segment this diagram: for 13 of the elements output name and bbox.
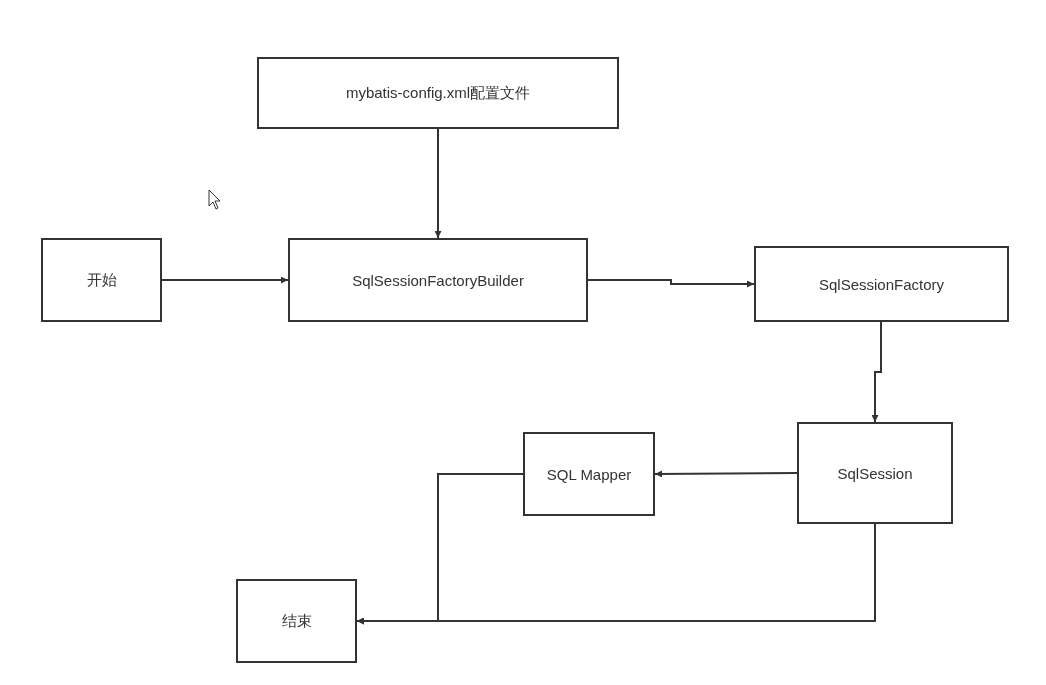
arrow bbox=[654, 470, 798, 478]
arrow bbox=[871, 321, 882, 423]
arrow bbox=[356, 523, 876, 625]
process-box: 开始 bbox=[41, 238, 162, 322]
process-box: mybatis-config.xml配置文件 bbox=[257, 57, 619, 129]
process-box: SqlSessionFactory bbox=[754, 246, 1009, 322]
process-box: SQL Mapper bbox=[523, 432, 655, 516]
arrow bbox=[587, 279, 755, 288]
arrow bbox=[434, 128, 442, 239]
arrow bbox=[161, 276, 289, 284]
process-box: SqlSessionFactoryBuilder bbox=[288, 238, 588, 322]
process-box: SqlSession bbox=[797, 422, 953, 524]
process-box: 结束 bbox=[236, 579, 357, 663]
